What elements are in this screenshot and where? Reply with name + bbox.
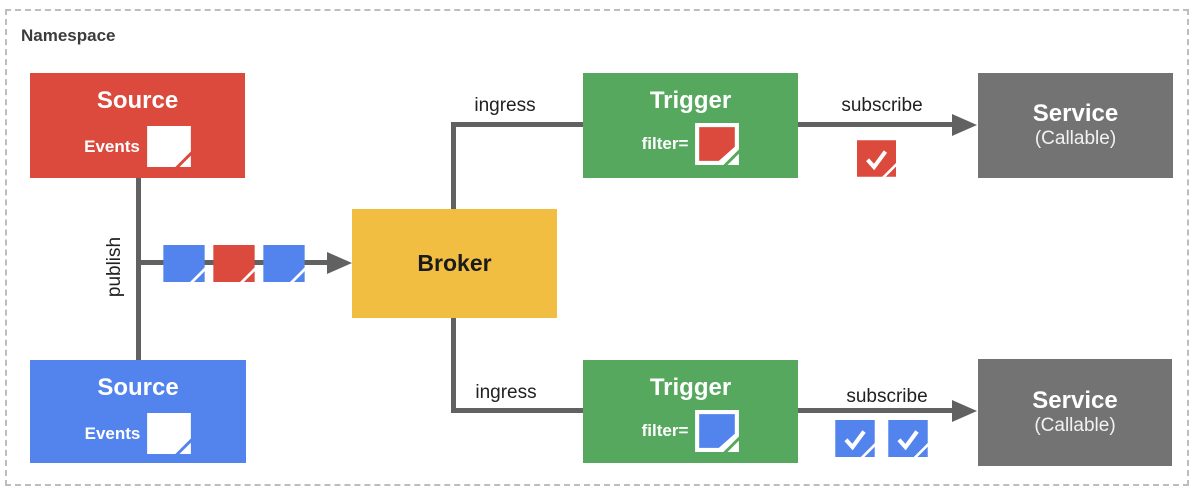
publish-line-vertical <box>136 178 141 360</box>
source-node-top: Source Events <box>30 73 245 178</box>
event-document-icon <box>147 413 192 455</box>
source-top-title: Source <box>96 87 179 114</box>
blue-filter-document-icon <box>695 410 740 453</box>
broker-node: Broker <box>352 209 557 318</box>
subscribe-top-arrowhead-icon <box>952 114 977 136</box>
namespace-boundary <box>5 9 1189 486</box>
publish-label: publish <box>104 236 125 298</box>
trigger-top-filter-label: filter= <box>641 134 689 154</box>
red-document-check-icon <box>857 140 896 177</box>
ingress-top-line-horizontal <box>451 122 583 127</box>
service-node-bottom: Service (Callable) <box>978 359 1172 466</box>
ingress-bottom-line-vertical <box>451 318 456 413</box>
blue-document-check-icon <box>888 420 928 457</box>
ingress-top-label: ingress <box>474 95 536 116</box>
service-bottom-subtitle: (Callable) <box>1034 415 1116 437</box>
blue-document-check-icon <box>835 420 875 457</box>
source-bottom-title: Source <box>97 374 179 401</box>
source-bottom-events-label: Events <box>84 423 141 443</box>
trigger-bottom-title: Trigger <box>649 374 732 401</box>
source-top-events-label: Events <box>84 136 140 156</box>
service-bottom-title: Service <box>1032 386 1118 414</box>
service-top-subtitle: (Callable) <box>1034 128 1117 150</box>
trigger-top-title: Trigger <box>649 87 732 114</box>
blue-event-message-icon <box>163 245 205 282</box>
ingress-bottom-label: ingress <box>475 382 537 403</box>
subscribe-top-line <box>798 122 954 127</box>
broker-title: Broker <box>417 249 492 276</box>
ingress-top-line-vertical <box>451 122 456 209</box>
subscribe-top-label: subscribe <box>841 95 923 116</box>
source-node-bottom: Source Events <box>30 360 246 463</box>
subscribe-bottom-label: subscribe <box>846 386 928 407</box>
namespace-label: Namespace <box>21 26 116 45</box>
ingress-bottom-line-horizontal <box>451 408 583 413</box>
red-event-message-icon <box>213 245 255 282</box>
publish-arrowhead-icon <box>327 252 352 274</box>
service-top-title: Service <box>1032 99 1119 127</box>
blue-event-message-icon <box>263 245 305 282</box>
red-filter-document-icon <box>695 123 740 166</box>
trigger-node-top: Trigger filter= <box>583 73 798 178</box>
trigger-bottom-filter-label: filter= <box>641 421 689 441</box>
subscribe-bottom-line <box>798 408 954 413</box>
event-document-icon <box>147 126 191 168</box>
subscribe-bottom-arrowhead-icon <box>952 400 977 422</box>
service-node-top: Service (Callable) <box>978 73 1173 178</box>
trigger-node-bottom: Trigger filter= <box>583 360 798 463</box>
